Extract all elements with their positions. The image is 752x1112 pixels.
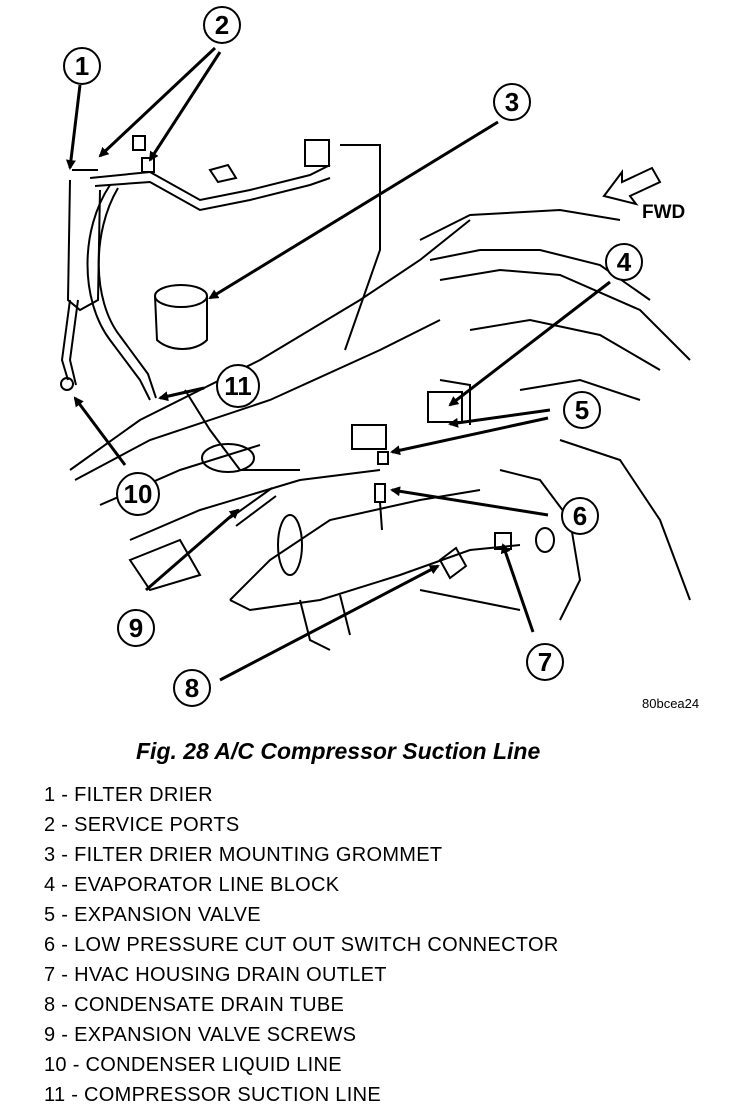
refrigerant-lines-lineart (60, 135, 512, 580)
callout-11: 11 (216, 364, 260, 408)
legend-item: 10 - CONDENSER LIQUID LINE (44, 1054, 342, 1076)
callout-4: 4 (605, 243, 643, 281)
callout-8: 8 (173, 669, 211, 707)
legend-item: 9 - EXPANSION VALVE SCREWS (44, 1024, 357, 1046)
legend-list: 1 - FILTER DRIER 2 - SERVICE PORTS 3 - F… (44, 780, 559, 1110)
callout-6: 6 (561, 497, 599, 535)
svg-text:2: 2 (215, 10, 229, 40)
legend-item: 2 - SERVICE PORTS (44, 814, 240, 836)
legend-item: 11 - COMPRESSOR SUCTION LINE (44, 1084, 381, 1106)
svg-text:1: 1 (75, 51, 89, 81)
svg-text:8: 8 (185, 673, 199, 703)
svg-text:5: 5 (575, 395, 589, 425)
svg-text:6: 6 (573, 501, 587, 531)
svg-text:7: 7 (538, 647, 552, 677)
callout-9: 9 (117, 609, 155, 647)
svg-text:9: 9 (129, 613, 143, 643)
legend-item: 7 - HVAC HOUSING DRAIN OUTLET (44, 964, 387, 986)
forward-direction-arrow: FWD (602, 166, 685, 223)
callout-7: 7 (526, 643, 564, 681)
legend-item: 5 - EXPANSION VALVE (44, 904, 261, 926)
callout-5: 5 (563, 391, 601, 429)
svg-text:4: 4 (617, 247, 632, 277)
legend-item: 1 - FILTER DRIER (44, 784, 213, 806)
legend-item: 4 - EVAPORATOR LINE BLOCK (44, 874, 340, 896)
leader-arrows (65, 46, 611, 682)
legend-item: 3 - FILTER DRIER MOUNTING GROMMET (44, 844, 443, 866)
figure-caption: Fig. 28 A/C Compressor Suction Line (136, 738, 541, 764)
svg-text:11: 11 (224, 371, 252, 401)
callout-3: 3 (493, 83, 531, 121)
technical-diagram: FWD 1 2 3 4 5 6 7 8 9 10 11 (60, 6, 699, 711)
fwd-arrow-icon (602, 166, 662, 206)
callout-10: 10 (116, 472, 160, 516)
svg-text:3: 3 (505, 87, 519, 117)
fwd-label: FWD (642, 202, 685, 223)
svg-text:10: 10 (124, 479, 153, 509)
legend-item: 6 - LOW PRESSURE CUT OUT SWITCH CONNECTO… (44, 934, 559, 956)
callout-2: 2 (203, 6, 241, 44)
reference-code: 80bcea24 (642, 696, 699, 711)
legend-item: 8 - CONDENSATE DRAIN TUBE (44, 994, 345, 1016)
callout-1: 1 (63, 47, 101, 85)
